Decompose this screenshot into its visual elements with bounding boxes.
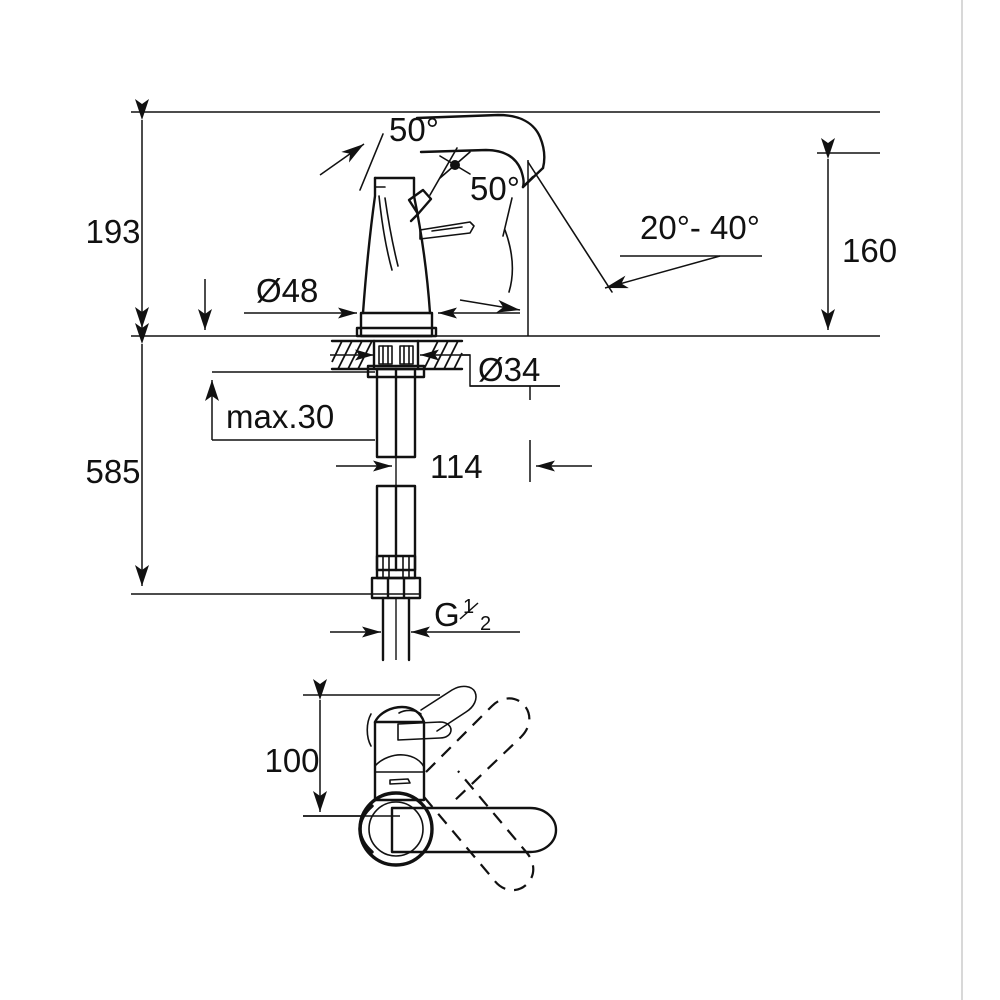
angle-50-left-label: 50° — [389, 111, 439, 148]
dimension-thread-g12: G 1 2 — [330, 596, 520, 638]
dimension-160-label: 160 — [842, 232, 897, 269]
angle-swivel-range: 20°- 40° — [527, 160, 762, 336]
faucet-body — [355, 176, 438, 338]
dimension-d48-label: Ø48 — [256, 272, 318, 309]
dimension-193-label: 193 — [85, 213, 140, 250]
dimension-585: 585 — [85, 323, 149, 586]
dimension-193: 193 — [85, 99, 149, 328]
thread-label-g: G — [434, 596, 460, 633]
dimension-max30: max.30 — [205, 371, 375, 441]
dimension-d48: Ø48 — [244, 272, 520, 319]
dimension-max30-label: max.30 — [226, 398, 334, 435]
dimension-100-label: 100 — [264, 742, 319, 779]
angle-50-left: 50° — [319, 111, 439, 191]
dimension-114-label: 114 — [430, 448, 483, 485]
angle-50-right: 50° — [429, 147, 521, 313]
dimension-585-label: 585 — [85, 453, 140, 490]
thread-denominator: 2 — [480, 613, 491, 635]
dimension-160: 160 — [821, 138, 897, 330]
plan-view-body — [303, 685, 558, 892]
dimension-114: 114 — [336, 440, 592, 485]
dimension-d34: Ø34 — [462, 351, 560, 400]
threaded-shank-lower — [370, 484, 422, 662]
dimension-d34-label: Ø34 — [478, 351, 540, 388]
angle-50-right-label: 50° — [470, 170, 520, 207]
thread-numerator: 1 — [463, 596, 474, 618]
angle-swivel-label: 20°- 40° — [640, 209, 760, 246]
mounting-deck-section — [330, 339, 470, 371]
lever-handle — [407, 188, 475, 240]
